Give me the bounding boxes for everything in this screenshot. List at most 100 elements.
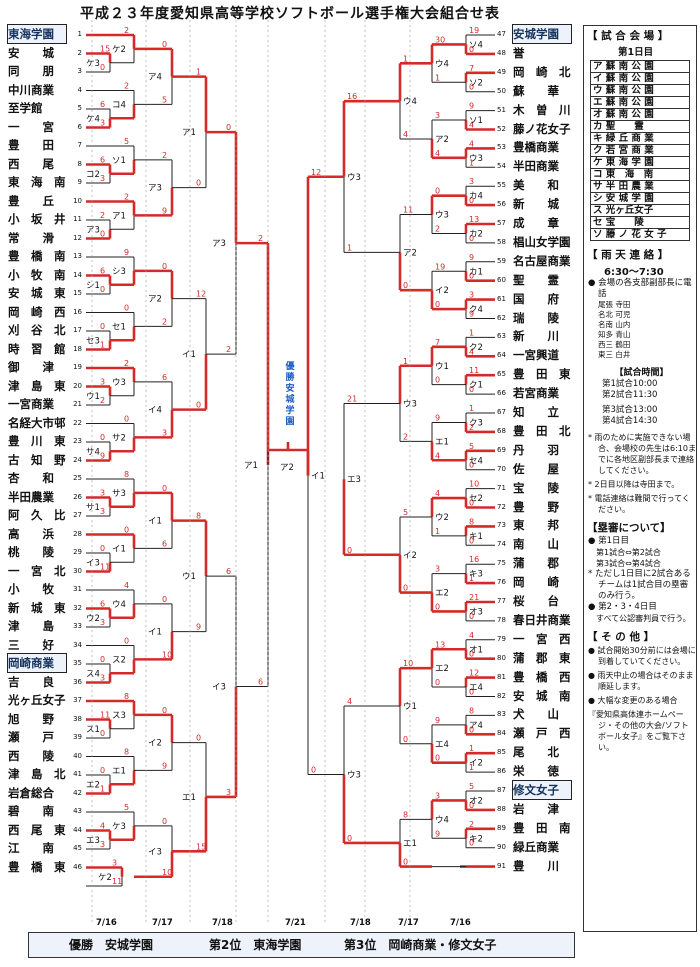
- venue-item: カ 聖 霊: [590, 121, 690, 133]
- score: 4: [403, 130, 408, 139]
- venue-item: ケ 東 海 学 園: [590, 157, 690, 169]
- team-number: 82: [497, 691, 506, 700]
- team-name: 豊 川: [513, 858, 559, 873]
- team-number: 71: [497, 483, 506, 492]
- game-label: エ1: [182, 793, 196, 803]
- team-name: 豊 橋 西: [513, 669, 571, 684]
- score: 0: [100, 729, 105, 738]
- score: 3: [100, 840, 105, 849]
- score: 3: [112, 859, 117, 868]
- score: 0: [100, 766, 105, 775]
- ref-item: * ただし1日目に2試合あるチームは1試合目の塁審のみ行う。: [588, 569, 691, 601]
- score: 2: [469, 820, 474, 829]
- team-name: 豊 田 南: [513, 820, 571, 835]
- score: 0: [162, 262, 167, 271]
- ref-item: ● 第1日目: [588, 536, 630, 546]
- team-number: 49: [497, 67, 506, 76]
- team-number: 30: [73, 566, 82, 575]
- score: 0: [347, 546, 352, 555]
- score: 0: [469, 725, 474, 734]
- team-number: 72: [497, 502, 506, 511]
- score: 0: [124, 526, 129, 535]
- score: 0: [403, 858, 408, 867]
- game-label: イ2: [148, 739, 162, 749]
- team-number: 89: [497, 823, 506, 832]
- score: 10: [162, 868, 172, 877]
- team-name: 佐 屋: [513, 461, 559, 476]
- score: 0: [403, 735, 408, 744]
- team-number: 56: [497, 200, 506, 209]
- team-number: 84: [497, 729, 506, 738]
- team-name: 岡崎商業: [7, 653, 67, 673]
- team-name: 瑞 陵: [513, 310, 559, 325]
- score: 4: [469, 347, 474, 356]
- team-number: 16: [73, 307, 82, 316]
- team-name: 犬 山: [513, 707, 559, 722]
- team-name: 豊 野: [513, 499, 559, 514]
- info-sidebar: 【 試 合 会 場 】 第1日目 ア 蘇 南 公 園イ 蘇 南 公 園ウ 蘇 南…: [583, 25, 697, 932]
- team-name: 一 宮: [8, 119, 54, 134]
- team-number: 28: [73, 529, 82, 538]
- game-label: イ1: [311, 472, 325, 482]
- team-number: 36: [73, 677, 82, 686]
- team-name: 成 章: [513, 216, 559, 230]
- team-number: 23: [73, 437, 82, 445]
- team-number: 83: [497, 710, 506, 719]
- venue-item: ス 光ヶ丘女子: [590, 205, 690, 217]
- team-number: 47: [497, 30, 506, 38]
- team-number: 59: [497, 256, 506, 265]
- team-name: 新 川: [513, 329, 559, 344]
- team-name: 岡 崎 北: [513, 64, 571, 79]
- other-list: ● 試合開始30分前には会場に到着していてください。● 雨天中止の場合はそのまま…: [584, 645, 696, 753]
- score: 9: [435, 413, 440, 422]
- team-number: 81: [497, 672, 506, 681]
- game-label: コ4: [112, 100, 126, 110]
- score: 7: [435, 338, 440, 347]
- team-name: 岡 崎 西: [8, 304, 66, 319]
- score: 11: [403, 206, 413, 215]
- score: 0: [124, 415, 129, 424]
- score: 0: [469, 461, 474, 470]
- team-number: 78: [497, 615, 506, 624]
- team-name: 中川商業: [8, 82, 54, 97]
- team-number: 45: [73, 844, 82, 852]
- score: 0: [435, 754, 440, 763]
- team-name: 緑丘商業: [513, 839, 559, 854]
- team-name: 同 朋: [8, 64, 54, 78]
- score: 0: [469, 536, 474, 545]
- game-label: イ3: [86, 558, 100, 568]
- score: 1: [196, 68, 201, 77]
- game-label: エ3: [347, 475, 361, 485]
- team-number: 17: [73, 326, 82, 334]
- team-row: 81 豊 橋 西: [497, 668, 577, 686]
- team-number: 80: [497, 653, 506, 662]
- score: 5: [162, 95, 167, 104]
- team-name: 桜 台: [513, 594, 559, 608]
- team-name: 小 坂 井: [8, 212, 66, 226]
- score: 3: [435, 791, 440, 800]
- contact-item: 名南 山内: [598, 320, 631, 329]
- team-name: 知 立: [513, 405, 559, 419]
- game-label: ア2: [435, 135, 449, 145]
- venue-item: セ 宝 陵: [590, 217, 690, 229]
- game-label: セ3: [86, 336, 100, 346]
- score: 0: [435, 678, 440, 687]
